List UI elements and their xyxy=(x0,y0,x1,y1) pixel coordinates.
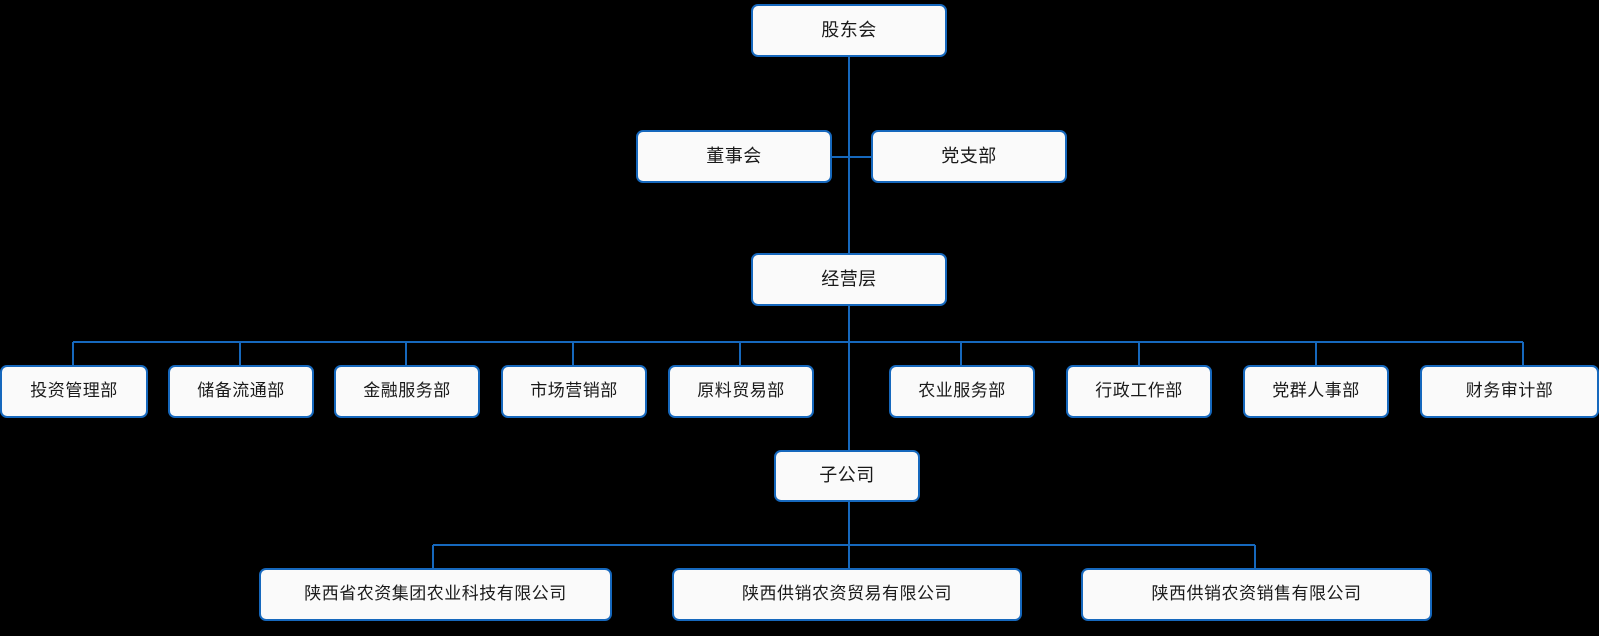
node-sub-trade-label: 陕西供销农资贸易有限公司 xyxy=(742,584,952,604)
node-management[interactable]: 经营层 xyxy=(751,253,947,306)
node-dept-investment[interactable]: 投资管理部 xyxy=(0,365,148,418)
node-board-of-directors-label: 董事会 xyxy=(706,145,762,167)
node-dept-finance-service-label: 金融服务部 xyxy=(363,381,451,401)
node-dept-agriculture-label: 农业服务部 xyxy=(918,381,1006,401)
node-dept-party-hr[interactable]: 党群人事部 xyxy=(1243,365,1389,418)
node-dept-administration[interactable]: 行政工作部 xyxy=(1066,365,1212,418)
node-sub-sales[interactable]: 陕西供销农资销售有限公司 xyxy=(1081,568,1432,621)
node-dept-investment-label: 投资管理部 xyxy=(30,381,118,401)
node-dept-party-hr-label: 党群人事部 xyxy=(1272,381,1360,401)
node-management-label: 经营层 xyxy=(821,268,877,290)
node-sub-trade[interactable]: 陕西供销农资贸易有限公司 xyxy=(672,568,1022,621)
node-subsidiaries[interactable]: 子公司 xyxy=(774,450,920,502)
node-dept-finance-audit[interactable]: 财务审计部 xyxy=(1420,365,1599,418)
node-shareholders-label: 股东会 xyxy=(821,19,877,41)
node-dept-raw-material-label: 原料贸易部 xyxy=(697,381,785,401)
node-dept-reserve[interactable]: 储备流通部 xyxy=(168,365,314,418)
node-dept-raw-material[interactable]: 原料贸易部 xyxy=(668,365,814,418)
node-party-branch-label: 党支部 xyxy=(941,145,997,167)
node-sub-agritech-label: 陕西省农资集团农业科技有限公司 xyxy=(304,584,567,604)
node-shareholders[interactable]: 股东会 xyxy=(751,4,947,57)
node-subsidiaries-label: 子公司 xyxy=(819,465,875,486)
node-dept-marketing[interactable]: 市场营销部 xyxy=(501,365,647,418)
node-dept-finance-service[interactable]: 金融服务部 xyxy=(334,365,480,418)
node-dept-agriculture[interactable]: 农业服务部 xyxy=(889,365,1035,418)
node-dept-reserve-label: 储备流通部 xyxy=(197,381,285,401)
node-party-branch[interactable]: 党支部 xyxy=(871,130,1067,183)
node-sub-sales-label: 陕西供销农资销售有限公司 xyxy=(1151,584,1362,604)
node-sub-agritech[interactable]: 陕西省农资集团农业科技有限公司 xyxy=(259,568,612,621)
node-dept-administration-label: 行政工作部 xyxy=(1095,381,1183,401)
node-board-of-directors[interactable]: 董事会 xyxy=(636,130,832,183)
node-dept-marketing-label: 市场营销部 xyxy=(530,381,618,401)
node-dept-finance-audit-label: 财务审计部 xyxy=(1465,381,1554,401)
